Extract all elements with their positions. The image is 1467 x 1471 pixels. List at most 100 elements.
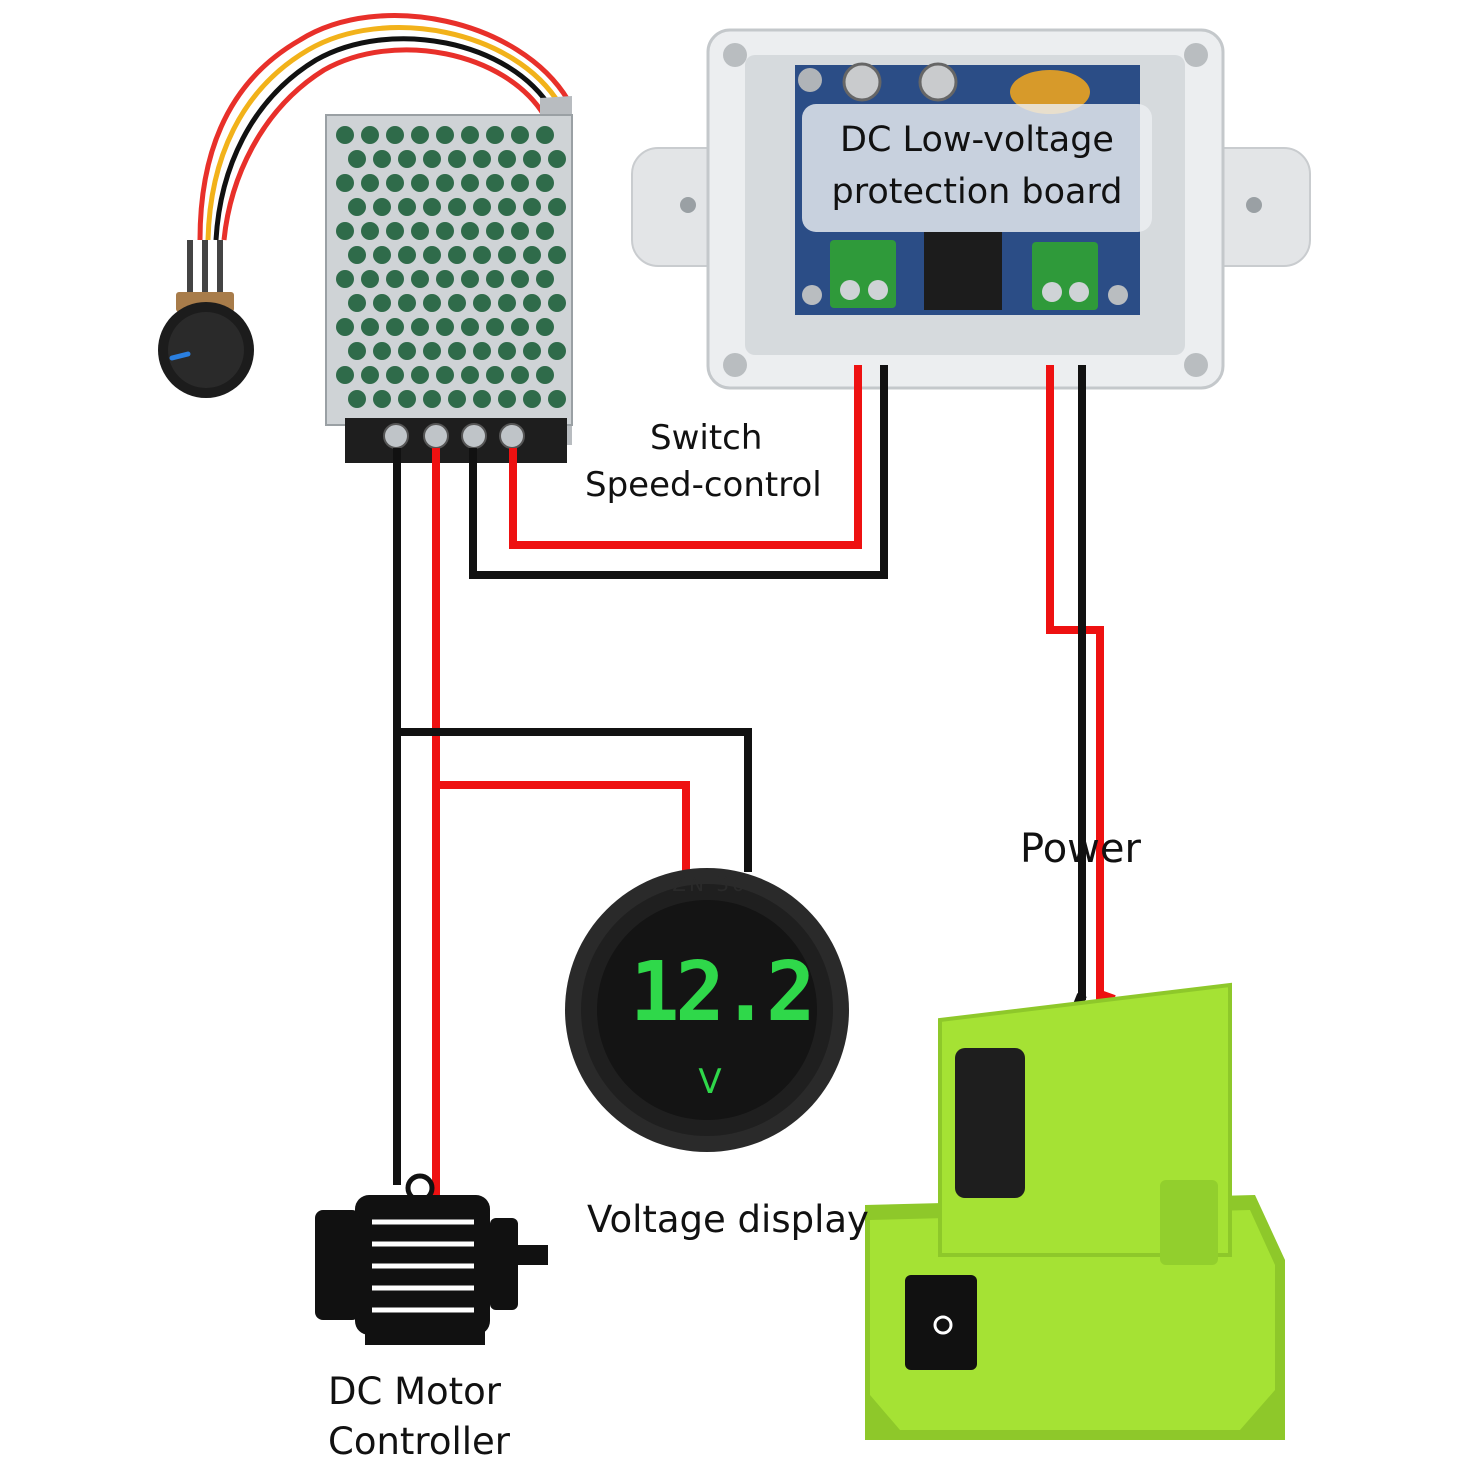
- dc-motor-icon: [315, 1173, 548, 1345]
- vent-hole: [373, 246, 391, 264]
- vent-hole: [373, 198, 391, 216]
- battery-adapter: [865, 982, 1285, 1440]
- vent-hole: [486, 366, 504, 384]
- voltage-readout: 12.2: [630, 945, 815, 1040]
- vent-hole: [498, 390, 516, 408]
- vent-hole: [486, 174, 504, 192]
- vent-hole: [548, 198, 566, 216]
- vent-hole: [373, 294, 391, 312]
- protection-board-caption: DC Low-voltage protection board: [802, 104, 1152, 232]
- vent-hole: [411, 126, 429, 144]
- vent-hole: [448, 150, 466, 168]
- vent-hole: [498, 246, 516, 264]
- vent-hole: [336, 366, 354, 384]
- vent-hole: [348, 294, 366, 312]
- wire-switch-positive: [509, 365, 862, 549]
- vent-hole: [548, 390, 566, 408]
- vent-hole: [386, 270, 404, 288]
- vent-hole: [486, 126, 504, 144]
- vent-hole: [398, 294, 416, 312]
- vent-hole: [386, 318, 404, 336]
- motor-controller-label-line1: DC Motor: [328, 1370, 502, 1413]
- vent-hole: [423, 390, 441, 408]
- vent-hole: [348, 198, 366, 216]
- vent-hole: [398, 246, 416, 264]
- vent-hole: [448, 246, 466, 264]
- vent-hole: [498, 342, 516, 360]
- voltage-meter: [565, 868, 849, 1152]
- vent-hole: [548, 342, 566, 360]
- wire-power-positive: [1046, 365, 1104, 1000]
- protection-board-label-line2: protection board: [831, 172, 1123, 212]
- vent-hole: [398, 342, 416, 360]
- vent-hole: [336, 126, 354, 144]
- vent-hole: [448, 198, 466, 216]
- vent-hole: [536, 174, 554, 192]
- vent-hole: [436, 318, 454, 336]
- vent-hole: [361, 222, 379, 240]
- vent-hole: [536, 366, 554, 384]
- vent-hole: [511, 318, 529, 336]
- vent-hole: [498, 198, 516, 216]
- vent-hole: [411, 174, 429, 192]
- vent-hole: [473, 342, 491, 360]
- speed-control-label: Speed-control: [585, 465, 822, 505]
- vent-hole: [336, 270, 354, 288]
- vent-hole: [448, 342, 466, 360]
- vent-hole: [461, 318, 479, 336]
- vent-hole: [473, 294, 491, 312]
- vent-hole: [373, 342, 391, 360]
- vent-hole: [398, 198, 416, 216]
- vent-hole: [448, 390, 466, 408]
- vent-hole: [548, 294, 566, 312]
- motor-controller-label-line2: Controller: [328, 1420, 511, 1463]
- vent-hole: [461, 126, 479, 144]
- vent-hole: [548, 246, 566, 264]
- motor-controller-box: [325, 96, 573, 463]
- vent-hole: [511, 222, 529, 240]
- vent-hole: [461, 366, 479, 384]
- vent-hole: [473, 246, 491, 264]
- protection-board-label-line1: DC Low-voltage: [840, 120, 1114, 160]
- vent-hole: [386, 126, 404, 144]
- power-label: Power: [1020, 826, 1141, 872]
- vent-hole: [348, 342, 366, 360]
- vent-hole: [423, 246, 441, 264]
- vent-hole: [486, 222, 504, 240]
- voltage-display-label: Voltage display: [587, 1198, 869, 1241]
- vent-hole: [498, 294, 516, 312]
- vent-hole: [411, 318, 429, 336]
- vent-hole: [536, 222, 554, 240]
- vent-hole: [436, 126, 454, 144]
- vent-hole: [523, 342, 541, 360]
- vent-hole: [473, 390, 491, 408]
- vent-hole: [423, 342, 441, 360]
- voltage-unit: V: [698, 1062, 722, 1102]
- wire-display-negative: [397, 728, 752, 872]
- vent-hole: [348, 150, 366, 168]
- vent-hole: [461, 222, 479, 240]
- vent-hole: [486, 318, 504, 336]
- vent-hole: [436, 222, 454, 240]
- vent-hole: [386, 174, 404, 192]
- vent-hole: [336, 318, 354, 336]
- vent-hole: [436, 366, 454, 384]
- vent-hole: [536, 270, 554, 288]
- vent-hole: [511, 174, 529, 192]
- vent-hole: [523, 390, 541, 408]
- vent-hole: [336, 222, 354, 240]
- vent-hole: [336, 174, 354, 192]
- vent-hole: [373, 390, 391, 408]
- vent-hole: [361, 366, 379, 384]
- vent-hole: [448, 294, 466, 312]
- vent-hole: [536, 126, 554, 144]
- vent-hole: [398, 150, 416, 168]
- vent-hole: [411, 222, 429, 240]
- vent-hole: [423, 198, 441, 216]
- vent-hole: [523, 246, 541, 264]
- vent-hole: [523, 150, 541, 168]
- vent-hole: [523, 198, 541, 216]
- vent-hole: [461, 174, 479, 192]
